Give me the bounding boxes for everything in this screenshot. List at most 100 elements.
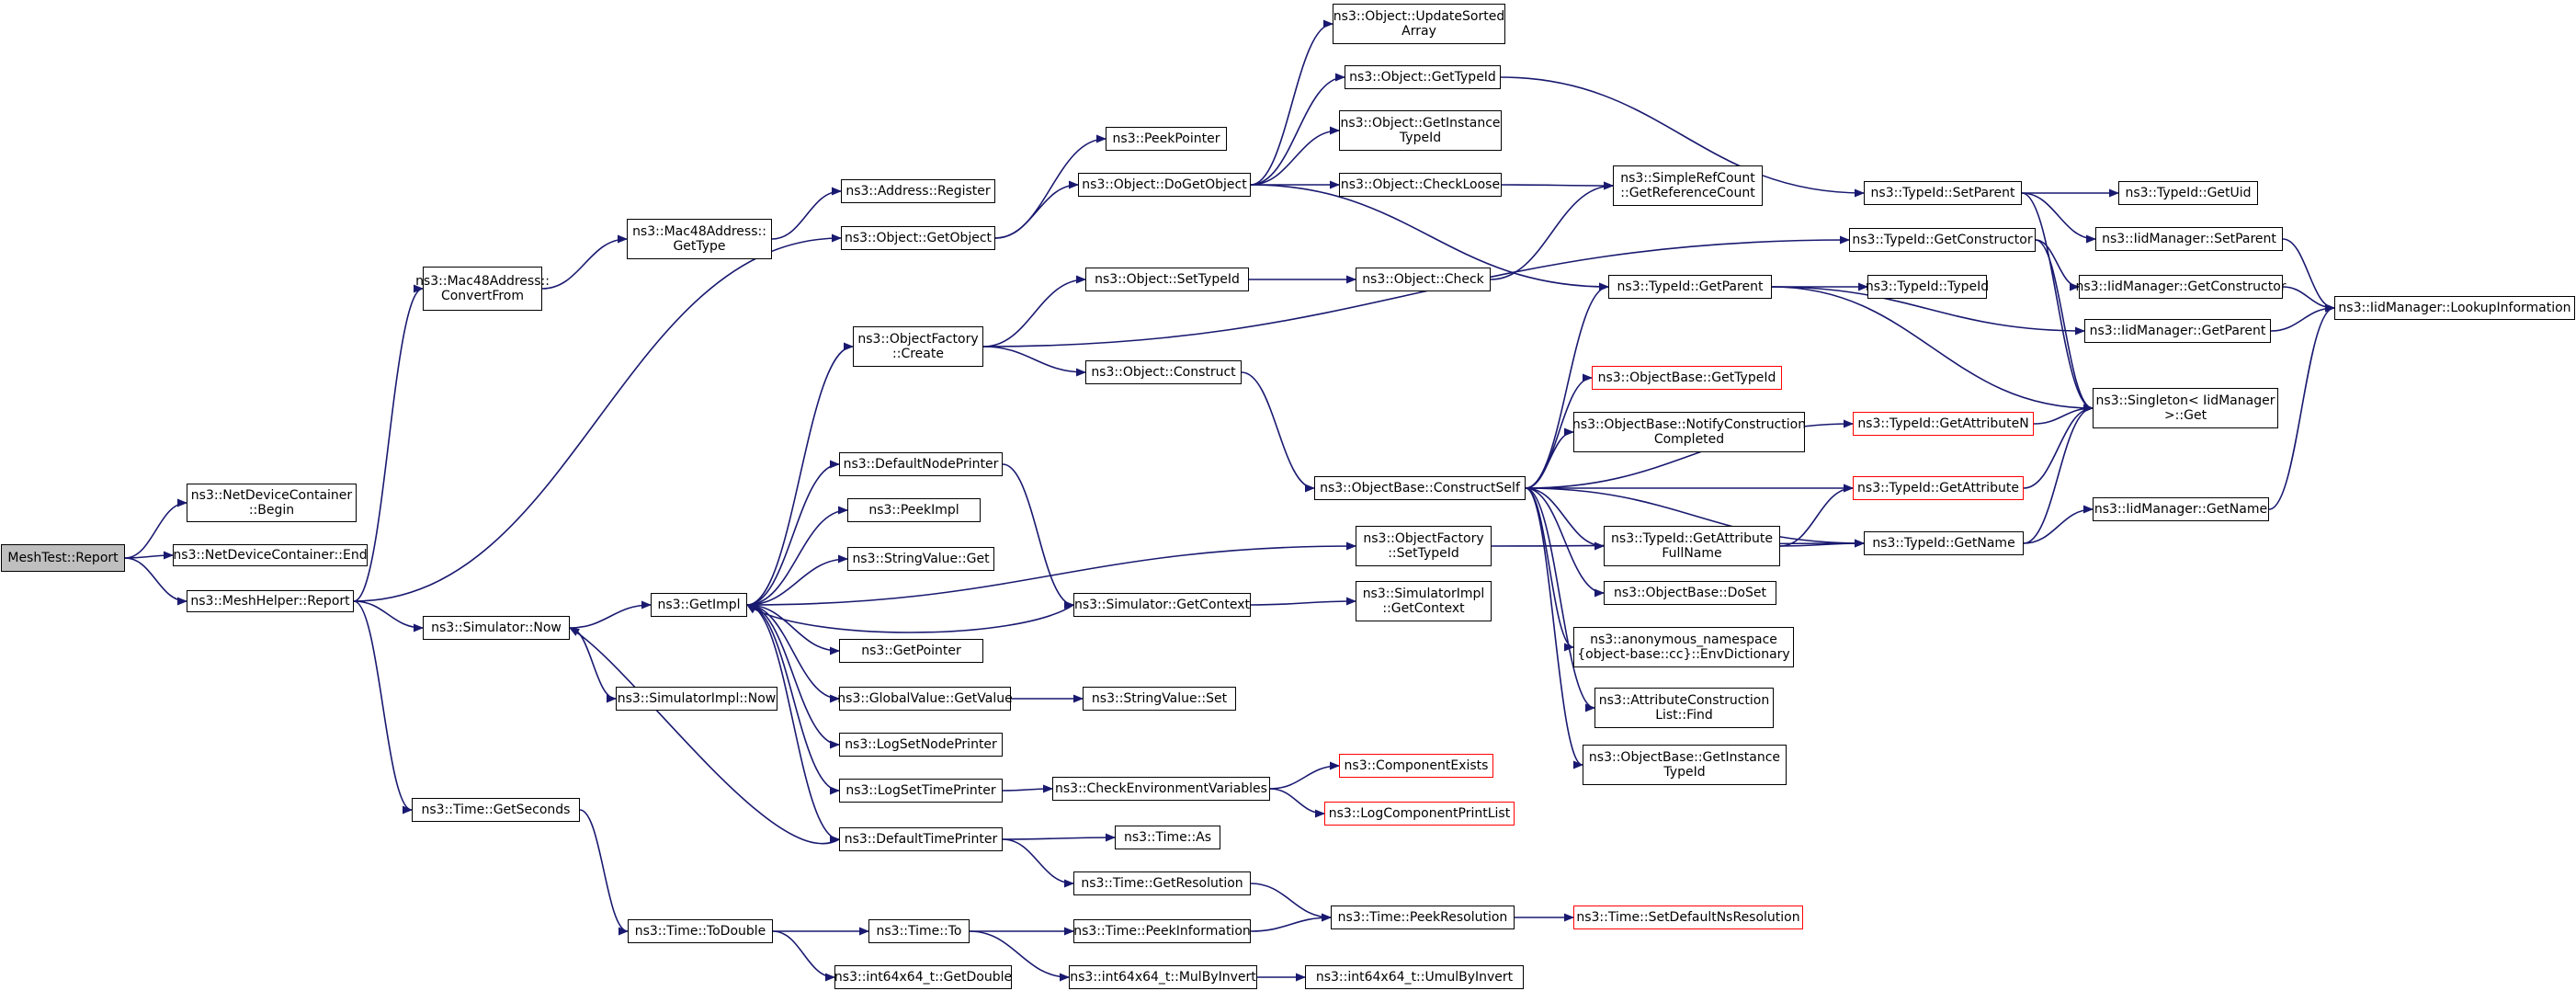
node-peekpointer[interactable]: ns3::PeekPointer (1106, 127, 1227, 151)
node-iid-getconstructor[interactable]: ns3::IidManager::GetConstructor (2075, 275, 2287, 299)
node-label-line: ::GetReferenceCount (1620, 186, 1755, 200)
node-object-settypeid[interactable]: ns3::Object::SetTypeId (1085, 268, 1249, 291)
node-label-line: ns3::TypeId::GetAttribute (1611, 531, 1773, 546)
node-label-line: ns3::int64x64_t::MulByInvert (1070, 970, 1256, 985)
node-label-line: ns3::TypeId::GetConstructor (1852, 233, 2033, 247)
node-time-getresolution[interactable]: ns3::Time::GetResolution (1073, 871, 1251, 895)
node-typeid-getattributen[interactable]: ns3::TypeId::GetAttributeN (1853, 412, 2034, 436)
node-logcomponentprintlist[interactable]: ns3::LogComponentPrintList (1324, 802, 1515, 826)
node-simplerefcount[interactable]: ns3::SimpleRefCount::GetReferenceCount (1613, 165, 1763, 206)
node-singleton-get[interactable]: ns3::Singleton< IidManager>::Get (2093, 388, 2278, 428)
edge-objectbase_constructself-to-typeid_getname (1525, 487, 1866, 548)
node-label-line: ::GetContext (1382, 601, 1465, 616)
node-iid-getname[interactable]: ns3::IidManager::GetName (2093, 497, 2269, 521)
node-typeid-getattribute[interactable]: ns3::TypeId::GetAttribute (1853, 476, 2024, 500)
edge-defaulttimeprinter-to-simulator_now (569, 627, 840, 845)
node-time-as[interactable]: ns3::Time::As (1115, 826, 1220, 849)
node-label-line: ns3::TypeId::GetName (1872, 536, 2015, 551)
node-defaulttimeprinter[interactable]: ns3::DefaultTimePrinter (839, 827, 1003, 851)
node-objfactory-create[interactable]: ns3::ObjectFactory::Create (853, 326, 983, 367)
node-logsettimeprinter[interactable]: ns3::LogSetTimePrinter (839, 779, 1003, 803)
node-time-getseconds[interactable]: ns3::Time::GetSeconds (412, 798, 580, 822)
edge-typeid_setparent-to-iid_setparent (2021, 192, 2097, 244)
node-label-line: ns3::Time::PeekResolution (1337, 910, 1508, 925)
node-simimpl-getcontext[interactable]: ns3::SimulatorImpl::GetContext (1356, 581, 1492, 621)
node-label-line: ns3::Object::Construct (1091, 365, 1236, 380)
node-label-line: ns3::TypeId::SetParent (1870, 186, 2015, 200)
node-ndc-begin[interactable]: ns3::NetDeviceContainer::Begin (187, 484, 357, 522)
node-logsetnodeprinter[interactable]: ns3::LogSetNodePrinter (839, 733, 1003, 757)
node-mac48-gettype[interactable]: ns3::Mac48Address::GetType (627, 219, 772, 259)
node-label-line: ns3::LogSetNodePrinter (845, 737, 997, 752)
node-simulator-now[interactable]: ns3::Simulator::Now (423, 616, 570, 640)
node-getpointer[interactable]: ns3::GetPointer (839, 639, 983, 663)
node-componentexists[interactable]: ns3::ComponentExists (1339, 754, 1493, 778)
edge-object_dogetobject-to-object_updatesorted (1250, 19, 1334, 186)
node-objectbase-gettypeid[interactable]: ns3::ObjectBase::GetTypeId (1592, 366, 1782, 390)
node-int64-umulbyinvert[interactable]: ns3::int64x64_t::UmulByInvert (1305, 965, 1524, 989)
node-typeid-typeid[interactable]: ns3::TypeId::TypeId (1866, 275, 1989, 299)
node-stringvalue-get[interactable]: ns3::StringValue::Get (847, 547, 994, 571)
node-label-line: ns3::StringValue::Set (1091, 691, 1228, 706)
edge-typeid_getconstructor-to-singleton_get (2035, 239, 2094, 413)
node-label-line: ns3::Mac48Address:: (415, 274, 550, 289)
node-anon-envdict[interactable]: ns3::anonymous_namespace{object-base::cc… (1573, 627, 1794, 667)
node-typeid-getconstructor[interactable]: ns3::TypeId::GetConstructor (1849, 228, 2036, 252)
node-mac48-convertfrom[interactable]: ns3::Mac48Address::ConvertFrom (415, 267, 550, 311)
node-object-dogetobject[interactable]: ns3::Object::DoGetObject (1078, 173, 1251, 197)
node-label-line: ns3::ObjectBase::DoSet (1614, 586, 1766, 600)
node-time-todouble[interactable]: ns3::Time::ToDouble (628, 919, 773, 943)
node-checkenvvars[interactable]: ns3::CheckEnvironmentVariables (1052, 777, 1270, 801)
edge-object_check-to-simplerefcount (1490, 181, 1615, 280)
node-int64-mulbyinvert[interactable]: ns3::int64x64_t::MulByInvert (1069, 965, 1257, 989)
node-typeid-getparent[interactable]: ns3::TypeId::GetParent (1608, 275, 1772, 299)
node-getimpl[interactable]: ns3::GetImpl (651, 593, 747, 617)
node-objectbase-constructself[interactable]: ns3::ObjectBase::ConstructSelf (1314, 476, 1526, 500)
node-time-peekinfo[interactable]: ns3::Time::PeekInformation (1073, 919, 1251, 943)
node-iid-setparent[interactable]: ns3::IidManager::SetParent (2095, 227, 2283, 251)
node-label-line: ns3::NetDeviceContainer (190, 488, 353, 503)
node-time-to[interactable]: ns3::Time::To (868, 919, 970, 943)
node-objectbase-doset[interactable]: ns3::ObjectBase::DoSet (1604, 581, 1776, 605)
edge-objectbase_constructself-to-typeid_getattrfullname (1525, 487, 1606, 551)
node-object-checkloose[interactable]: ns3::Object::CheckLoose (1339, 173, 1502, 197)
edge-getimpl-to-objfactory_create (746, 342, 855, 606)
node-address-register[interactable]: ns3::Address::Register (841, 179, 995, 203)
node-simimpl-now[interactable]: ns3::SimulatorImpl::Now (616, 687, 777, 711)
node-object-gettypeid[interactable]: ns3::Object::GetTypeId (1345, 65, 1501, 89)
node-iid-lookupinfo[interactable]: ns3::IidManager::LookupInformation (2334, 296, 2575, 320)
node-object-check[interactable]: ns3::Object::Check (1356, 268, 1491, 291)
node-simulator-getcontext[interactable]: ns3::Simulator::GetContext (1073, 593, 1251, 617)
node-label-line: ::Begin (248, 503, 295, 518)
node-label-line: ns3::Time::GetResolution (1081, 876, 1243, 891)
node-time-setdefaultns[interactable]: ns3::Time::SetDefaultNsResolution (1573, 906, 1803, 929)
node-int64-getdouble[interactable]: ns3::int64x64_t::GetDouble (834, 965, 1012, 989)
node-label-line: ns3::CheckEnvironmentVariables (1055, 781, 1267, 796)
node-object-construct[interactable]: ns3::Object::Construct (1085, 360, 1242, 384)
node-label-line: >::Get (2163, 408, 2207, 423)
node-globalvalue-getvalue[interactable]: ns3::GlobalValue::GetValue (837, 687, 1013, 711)
node-ndc-end[interactable]: ns3::NetDeviceContainer::End (173, 544, 368, 566)
node-typeid-getname[interactable]: ns3::TypeId::GetName (1864, 531, 2024, 555)
node-object-getobject[interactable]: ns3::Object::GetObject (841, 226, 995, 250)
node-peekimpl[interactable]: ns3::PeekImpl (847, 498, 981, 522)
node-iid-getparent[interactable]: ns3::IidManager::GetParent (2084, 319, 2271, 343)
node-label-line: ns3::IidManager::GetConstructor (2075, 279, 2287, 294)
node-defaultnodeprinter[interactable]: ns3::DefaultNodePrinter (839, 452, 1003, 476)
node-objfactory-settypeid[interactable]: ns3::ObjectFactory::SetTypeId (1356, 526, 1492, 566)
edge-object_gettypeid-to-typeid_setparent (1500, 76, 1866, 198)
node-typeid-setparent[interactable]: ns3::TypeId::SetParent (1864, 181, 2022, 205)
node-label-line: ns3::SimulatorImpl (1362, 587, 1485, 601)
node-stringvalue-set[interactable]: ns3::StringValue::Set (1083, 687, 1236, 711)
node-label-line: ns3::ObjectBase::NotifyConstruction (1572, 417, 1807, 432)
node-label-line: {object-base::cc}::EnvDictionary (1577, 647, 1790, 662)
node-meshhelper-report[interactable]: ns3::MeshHelper::Report (187, 590, 354, 612)
node-typeid-getuid[interactable]: ns3::TypeId::GetUid (2118, 181, 2258, 205)
node-time-peekresolution[interactable]: ns3::Time::PeekResolution (1331, 906, 1515, 929)
